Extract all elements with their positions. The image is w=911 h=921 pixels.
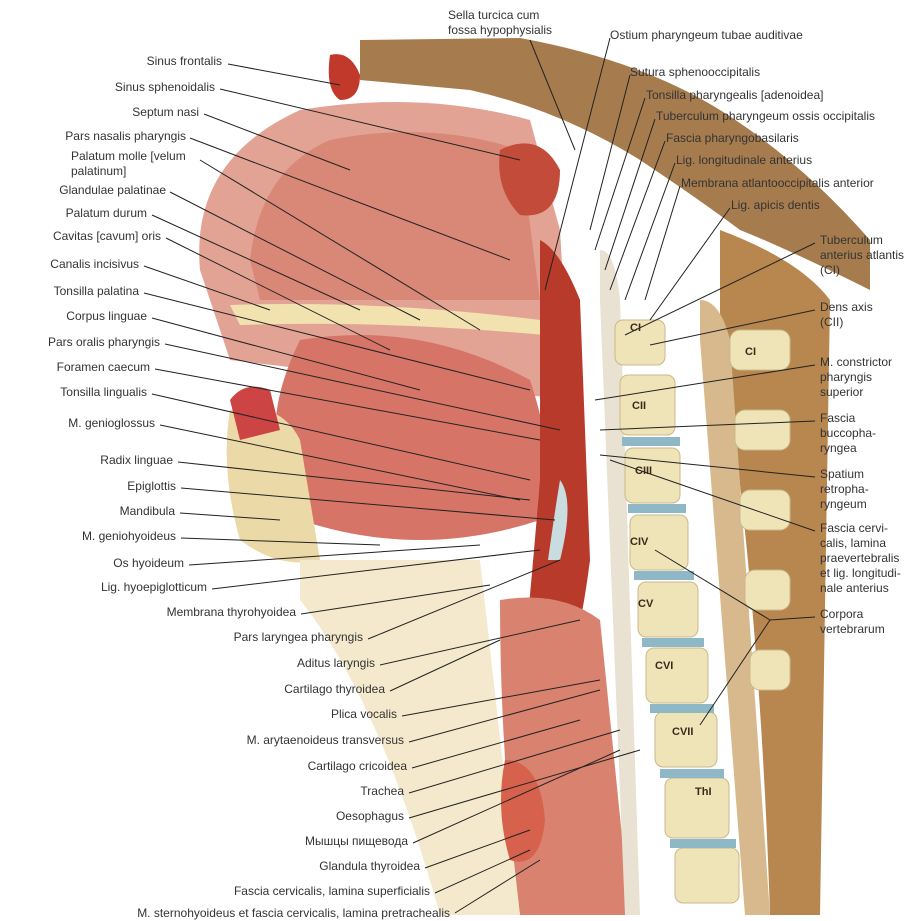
vertebra-label: CIV [630,536,649,548]
vertebral-column [614,319,740,904]
label-sella-turcica: Sella turcica cum fossa hypophysialis [448,8,552,38]
label-left: Tonsilla palatina [53,284,139,298]
pharynx [520,240,590,700]
label-left: Cartilago cricoidea [307,759,407,773]
tongue [275,335,548,540]
label-left: Palatum molle [velum palatinum] [71,149,186,178]
label-left: M. arytaenoideus transversus [246,733,404,747]
label-left: Palatum durum [65,206,147,220]
label-dens-axis: Dens axis (CII) [820,300,873,329]
leader-lines [143,37,816,914]
label-tuberculum-atlantis: Tuberculum anterius atlantis (CI) [820,233,905,277]
label-sutura: Sutura sphenooccipitalis [630,65,761,79]
label-buccopharyngea: Fascia buccopha-ryngea [820,411,877,455]
label-left: M. genioglossus [68,416,155,430]
label-line: Sella turcica cum [448,8,540,22]
label-spatium: Spatium retropha-ryngeum [820,467,869,511]
label-fascia-pharyngobasilaris: Fascia pharyngobasilaris [666,131,799,145]
vertebra-label: CI [745,346,756,358]
label-constrictor: M. constrictor pharyngis superior [820,355,893,399]
label-left: Radix linguae [100,453,173,467]
label-left: Tonsilla lingualis [60,385,147,399]
label-left: Lig. hyoepiglotticum [100,580,207,594]
label-left: Plica vocalis [330,707,397,721]
label-left: M. geniohyoideus [81,529,176,543]
larynx-trachea [500,597,630,915]
label-left: Foramen caecum [56,360,150,374]
label-left: Aditus laryngis [296,656,375,670]
label-membrana-atlantooccipitalis: Membrana atlantooccipitalis anterior [681,176,874,190]
label-left: Sinus frontalis [146,54,222,68]
label-left: Glandulae palatinae [59,183,166,197]
vertebra-label: CV [638,598,654,610]
label-line: fossa hypophysialis [448,23,553,37]
vertebra-label: CII [632,400,647,412]
label-left: Glandula thyroidea [319,859,420,873]
label-tuberculum-pharyngeum: Tuberculum pharyngeum ossis occipitalis [656,109,875,123]
label-left: Septum nasi [132,105,199,119]
label-left: Epiglottis [127,479,176,493]
label-left: Corpus linguae [66,309,147,323]
label-left: Cavitas [cavum] oris [52,229,161,243]
label-left: Mandibula [119,504,175,518]
prevertebral-fascia [600,250,640,915]
label-left: Sinus sphenoidalis [114,80,215,94]
label-left: Os hyoideum [113,556,184,570]
label-left: Oesophagus [335,809,404,823]
label-left: Pars nasalis pharyngis [65,129,186,143]
neck-front [300,560,520,915]
hard-palate [230,304,545,335]
label-left: Мышцы пищевода [304,834,408,848]
mandible [226,408,320,563]
vertebra-label: CI [630,322,641,334]
vertebra-label: ThI [695,786,712,798]
label-praevertebralis: Fascia cervi-calis, lamina praevertebral… [820,521,901,595]
label-left: Pars oralis pharyngis [47,335,160,349]
label-left: Membrana thyrohyoidea [166,605,296,619]
sphenoid-sinus [499,143,560,216]
label-corpora: Corpora vertebrarum [820,607,885,636]
spinous-processes [729,329,791,691]
vertebra-label: CVII [672,726,694,738]
label-left: Trachea [360,784,404,798]
label-ostium: Ostium pharyngeum tubae auditivae [610,28,803,42]
epiglottis [548,480,568,560]
vertebra-label: CIII [635,465,653,477]
label-left: Fascia cervicalis, lamina superficialis [233,884,430,898]
vertebra-label: CVI [655,660,674,672]
frontal-sinus [328,54,360,100]
label-left: Cartilago thyroidea [284,682,385,696]
spinal-canal [700,300,770,915]
label-lig-apicis: Lig. apicis dentis [731,198,820,212]
label-tonsilla-pharyngealis: Tonsilla pharyngealis [adenoidea] [646,88,824,102]
label-left: Canalis incisivus [50,257,139,271]
occipital-bone [360,38,870,290]
label-left: Pars laryngea pharyngis [233,630,363,644]
intervertebral-discs [622,437,736,848]
lips [230,386,280,440]
label-left: M. sternohyoideus et fascia cervicalis, … [137,906,450,920]
label-lig-longitudinale: Lig. longitudinale anterius [676,153,813,167]
